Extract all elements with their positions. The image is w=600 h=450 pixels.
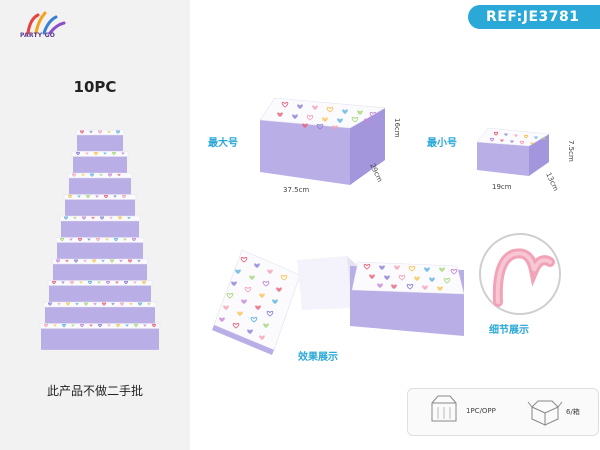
ref-badge: REF:JE3781 <box>468 5 600 29</box>
stacked-boxes-image <box>39 129 161 350</box>
left-panel: PARTY GO 10PC 此产品不做二手批 <box>0 0 190 450</box>
detail-label: 细节展示 <box>489 325 529 336</box>
smallest-box-image <box>476 127 550 176</box>
effect-lid-image <box>212 249 301 355</box>
effect-label: 效果展示 <box>298 352 338 363</box>
quantity-title: 10PC <box>73 78 117 96</box>
largest-label: 最大号 <box>208 138 238 149</box>
resale-note: 此产品不做二手批 <box>46 384 143 398</box>
effect-box-image <box>297 256 465 336</box>
carton-icon <box>527 400 563 426</box>
party-go-logo <box>26 11 66 35</box>
largest-height: 16cm <box>393 118 401 138</box>
smallest-height: 7.5cm <box>567 140 575 162</box>
pack-outer-text: 6/箱 <box>566 408 580 416</box>
detail-circle-image <box>479 233 561 315</box>
pack-inner-text: 1PC/OPP <box>466 407 496 415</box>
smallest-length: 19cm <box>492 183 512 191</box>
largest-box-image <box>259 97 386 185</box>
largest-length: 37.5cm <box>283 186 310 194</box>
opp-bag-icon <box>431 395 457 422</box>
smallest-label: 最小号 <box>427 138 457 149</box>
logo-text: PARTY GO <box>20 32 55 39</box>
